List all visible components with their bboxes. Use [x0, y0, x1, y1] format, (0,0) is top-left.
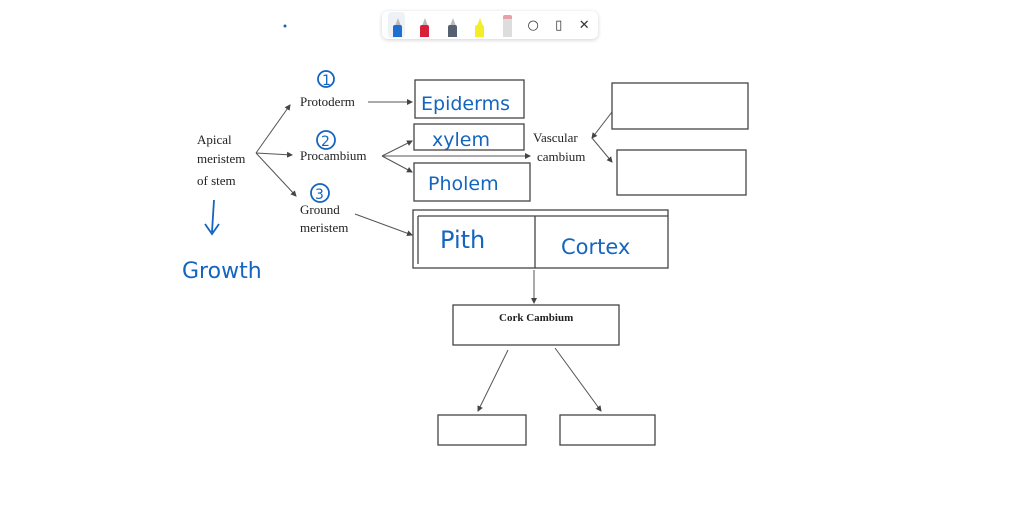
label-vascular: Vascular: [533, 130, 578, 145]
ink-growth: Growth: [182, 259, 262, 284]
xylem-box: [413, 123, 525, 151]
ruler-icon[interactable]: ▯: [555, 17, 563, 33]
ink-pith: Pith: [440, 226, 485, 254]
arrows: [255, 99, 613, 412]
lasso-icon[interactable]: ○: [527, 17, 539, 33]
ink-number-1: 1: [322, 73, 331, 89]
phloem-box: [413, 162, 531, 202]
ink-dot: [283, 24, 287, 28]
empty-box-4: [559, 414, 656, 446]
label-cork-cambium: Cork Cambium: [499, 312, 573, 324]
blue-pen-tool[interactable]: [388, 12, 406, 38]
pith-cortex-box: [412, 209, 669, 269]
label-protoderm: Protoderm: [300, 94, 355, 109]
boxes: [412, 79, 749, 446]
eraser-tool[interactable]: [498, 12, 515, 38]
red-pen-tool[interactable]: [415, 12, 432, 38]
ink-cortex: Cortex: [561, 235, 630, 259]
ink-circles: [204, 70, 336, 236]
label-cambium: cambium: [537, 149, 585, 164]
ink-phloem: Pholem: [428, 173, 499, 195]
empty-box-3: [437, 414, 527, 446]
label-of-stem: of stem: [197, 173, 236, 188]
empty-box-1: [611, 82, 749, 130]
ink-number-2: 2: [321, 134, 330, 150]
label-ground: Ground: [300, 202, 340, 217]
label-meristem: meristem: [197, 151, 245, 166]
label-procambium: Procambium: [300, 148, 366, 163]
epidermis-box: [414, 79, 525, 119]
label-ground-meristem: meristem: [300, 220, 348, 235]
highlighter-tool[interactable]: [470, 12, 487, 38]
close-icon[interactable]: ✕: [578, 17, 590, 33]
cork-cambium-box: [452, 304, 620, 346]
empty-box-2: [616, 149, 747, 196]
drawing-toolbar: ○ ▯ ✕: [382, 11, 598, 39]
ink-epidermis: Epiderms: [421, 93, 510, 115]
dark-pen-tool[interactable]: [443, 12, 460, 38]
ink-xylem: xylem: [432, 129, 490, 151]
ink-number-3: 3: [315, 187, 324, 203]
label-apical: Apical: [197, 132, 232, 147]
